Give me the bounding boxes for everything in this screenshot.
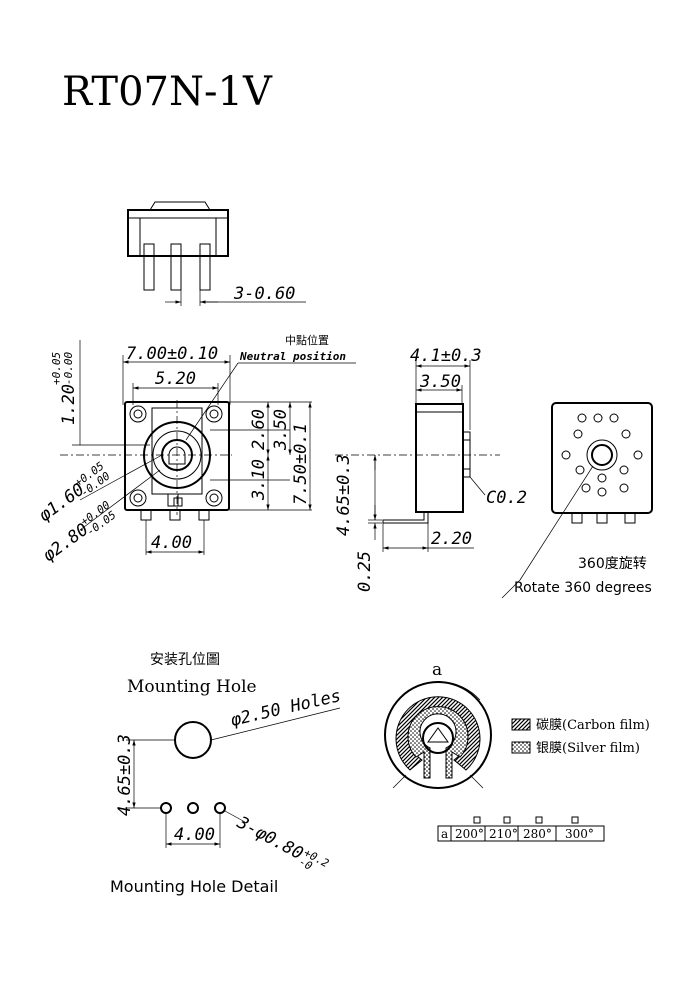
- pin-holes-label: 3-φ0.80: [233, 812, 307, 864]
- rotate-en: Rotate 360 degrees: [514, 580, 652, 596]
- pin-spacing-label: 3-0.60: [233, 284, 295, 304]
- chamfer-label: C0.2: [486, 488, 527, 508]
- angle-table-header: a: [441, 827, 448, 841]
- body-depth-dimension: 3.50: [419, 372, 461, 392]
- angle-200: 200°: [455, 827, 484, 841]
- height-dimension: 7.50±0.1: [291, 423, 311, 505]
- top-view: 3-0.60: [127, 201, 306, 306]
- rotate-cn: 360度旋转: [578, 556, 647, 572]
- width-dimension: 7.00±0.10: [126, 344, 218, 364]
- mounting-hole-section: 安装孔位圖 Mounting Hole φ2.50 Holes 4.65±0.3…: [110, 652, 343, 896]
- pin-holes-tol2: -0: [297, 855, 315, 873]
- angle-280: 280°: [523, 827, 552, 841]
- offset-dimension: 4.65±0.3: [115, 734, 135, 816]
- side-view: 4.1±0.3 3.50 C0.2 4.65±0.3 0.25 2.20: [334, 346, 527, 592]
- silver-film-track: [407, 706, 469, 779]
- depth-dimension: 4.1±0.3: [410, 346, 482, 366]
- mount-hole-tl: [129, 405, 147, 423]
- pin-thickness-dimension: 0.25: [355, 551, 375, 592]
- mount-hole-bl: [129, 489, 147, 507]
- mount-hole-tr: [205, 405, 223, 423]
- large-hole: [174, 721, 212, 759]
- carbon-legend: 碳膜(Carbon film): [536, 718, 650, 733]
- pin-pitch-dimension: 4.00: [151, 533, 192, 553]
- rear-view: 360度旋转 Rotate 360 degrees: [501, 402, 653, 599]
- part-title: RT07N-1V: [62, 69, 273, 115]
- shaft-height-tol-minus: -0.00: [62, 352, 75, 385]
- resistor-layout: a 碳膜(Carbon film) 银膜(Silver film) a 200°…: [384, 660, 650, 842]
- silver-legend: 银膜(Silver film): [536, 741, 640, 756]
- angle-label: a: [432, 660, 442, 680]
- mount-hole-br: [205, 489, 223, 507]
- inner-width-dimension: 5.20: [155, 369, 196, 389]
- shaft-height-tol-plus: +0.05: [50, 352, 63, 385]
- dim-3-10: 3.10: [249, 459, 269, 501]
- neutral-position-cn: 中點位置: [285, 333, 329, 347]
- pin-height-dimension: 4.65±0.3: [334, 454, 354, 536]
- mounting-title-cn: 安装孔位圖: [150, 652, 220, 668]
- mount-pitch-dimension: 4.00: [174, 825, 215, 845]
- angle-210: 210°: [489, 827, 518, 841]
- mounting-detail-title: Mounting Hole Detail: [110, 877, 278, 896]
- pin-offset-dimension: 2.20: [431, 529, 472, 549]
- front-view: 中點位置 Neutral position 7.00±0.10 5.20 1.2…: [35, 333, 356, 566]
- dim-3-50: 3.50: [271, 409, 291, 451]
- dim-2-60: 2.60: [249, 409, 269, 450]
- angle-300: 300°: [565, 827, 594, 841]
- mounting-title-en: Mounting Hole: [127, 677, 257, 697]
- shaft-height-dimension: 1.20: [59, 384, 79, 425]
- neutral-position-en: Neutral position: [239, 350, 346, 363]
